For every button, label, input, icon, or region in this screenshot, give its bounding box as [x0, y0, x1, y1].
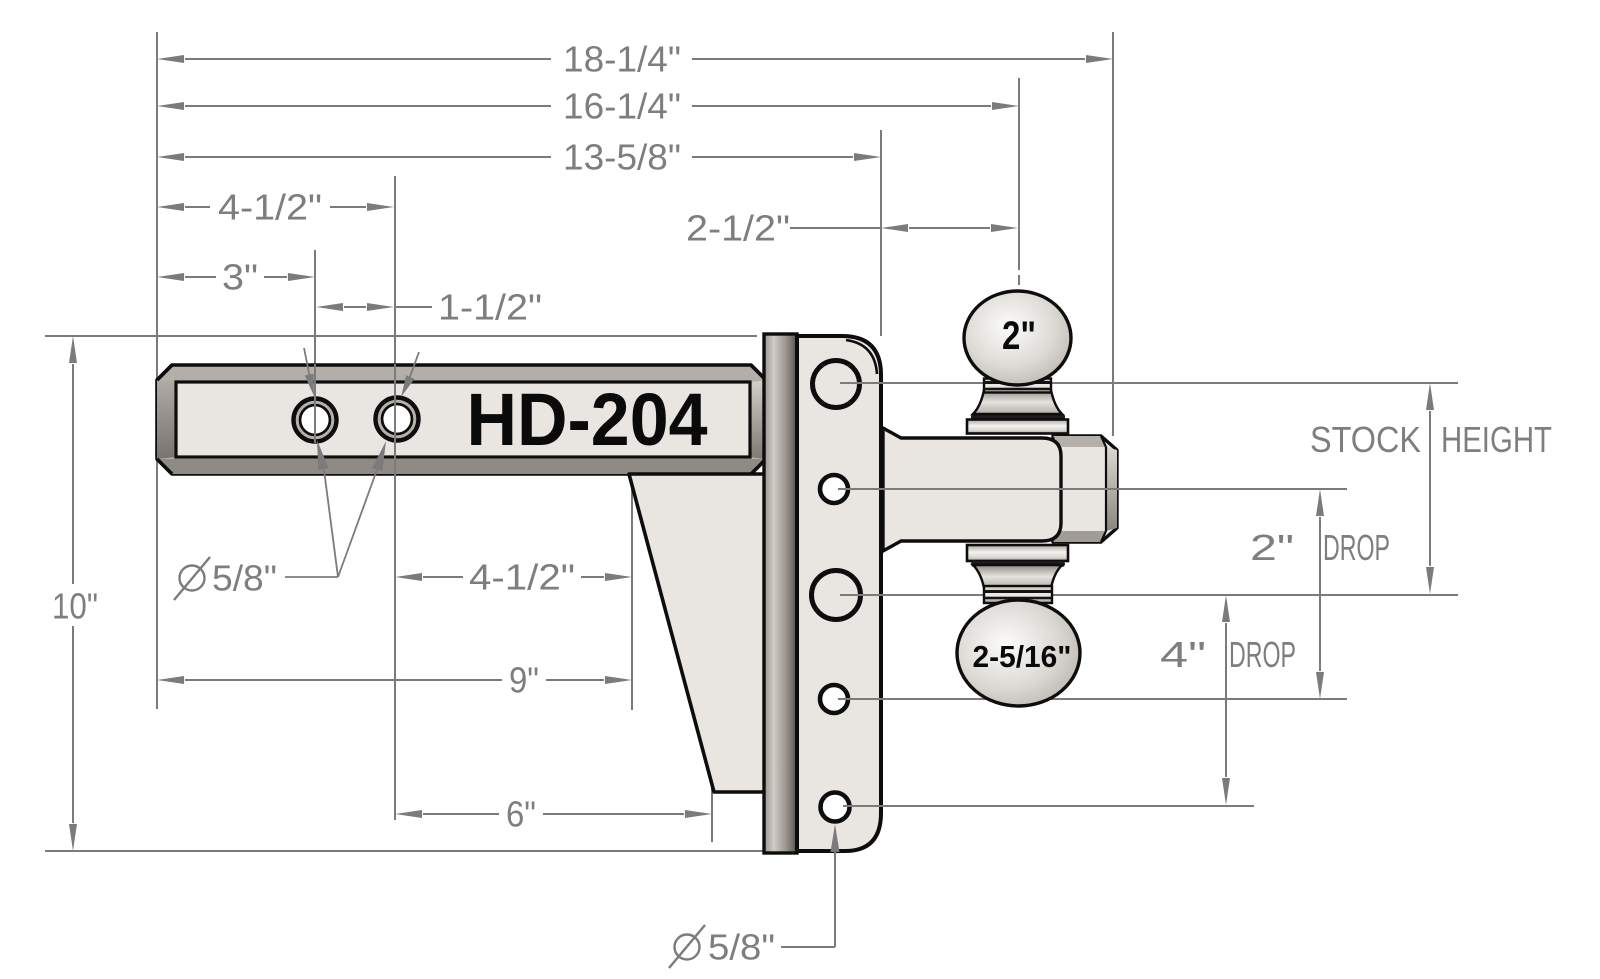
svg-text:2": 2" [1002, 314, 1036, 358]
svg-text:2": 2" [1250, 527, 1294, 568]
svg-text:2-1/2": 2-1/2" [686, 208, 790, 249]
svg-text:10": 10" [52, 586, 98, 627]
svg-text:3": 3" [222, 257, 258, 298]
svg-text:4": 4" [1160, 634, 1206, 675]
svg-text:5/8": 5/8" [708, 927, 775, 968]
svg-text:DROP: DROP [1323, 527, 1390, 568]
svg-text:6": 6" [506, 794, 536, 835]
svg-text:HD-204: HD-204 [467, 378, 708, 461]
svg-text:STOCK: STOCK [1310, 419, 1421, 460]
svg-text:2-5/16": 2-5/16" [973, 639, 1072, 674]
svg-text:9": 9" [509, 660, 539, 701]
svg-text:1-1/2": 1-1/2" [438, 287, 542, 328]
svg-text:DROP: DROP [1229, 634, 1296, 675]
svg-text:HEIGHT: HEIGHT [1441, 419, 1552, 460]
svg-text:5/8": 5/8" [212, 558, 277, 599]
svg-text:13-5/8": 13-5/8" [563, 137, 681, 178]
svg-text:16-1/4": 16-1/4" [563, 86, 681, 127]
svg-text:18-1/4": 18-1/4" [563, 39, 681, 80]
svg-text:4-1/2": 4-1/2" [469, 557, 575, 598]
svg-text:4-1/2": 4-1/2" [218, 187, 322, 228]
